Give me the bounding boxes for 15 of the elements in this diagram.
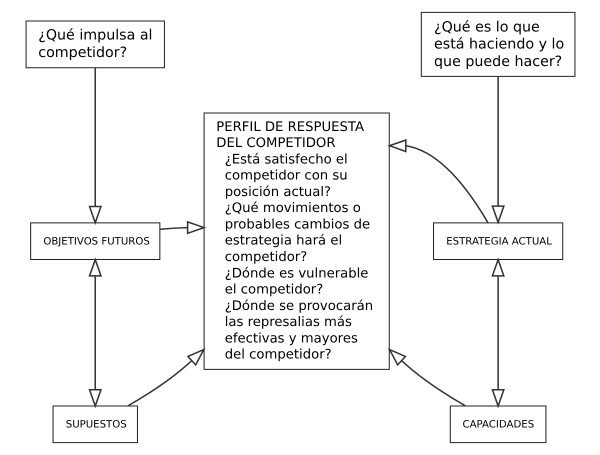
node-box: PERFIL DE RESPUESTA DEL COMPETIDOR ¿Está satisfecho el competidor con su posición actual? ¿Qué movimientos o probables cambios de estrategia hará el competidor? ¿Dónde es vulnerable el competidor? ¿Dónde se provocarán las represalias más efectivas y mayores del competidor? [203, 112, 390, 370]
node-box: SUPUESTOS [52, 406, 138, 444]
arrow [127, 348, 205, 407]
arrow [88, 257, 102, 408]
arrow [490, 76, 504, 225]
arrow [160, 220, 206, 234]
arrow [490, 257, 504, 408]
arrow [88, 68, 102, 226]
node-box: CAPACIDADES [449, 406, 546, 444]
node-box: ¿Qué impulsa al competidor? [25, 20, 164, 68]
node-box: ¿Qué es lo que está haciendo y lo que puede hacer? [420, 12, 575, 77]
arrow [387, 348, 466, 407]
node-box: ESTRATEGIA ACTUAL [432, 222, 563, 260]
node-box: OBJETIVOS FUTUROS [30, 222, 160, 260]
arrow [386, 139, 488, 224]
